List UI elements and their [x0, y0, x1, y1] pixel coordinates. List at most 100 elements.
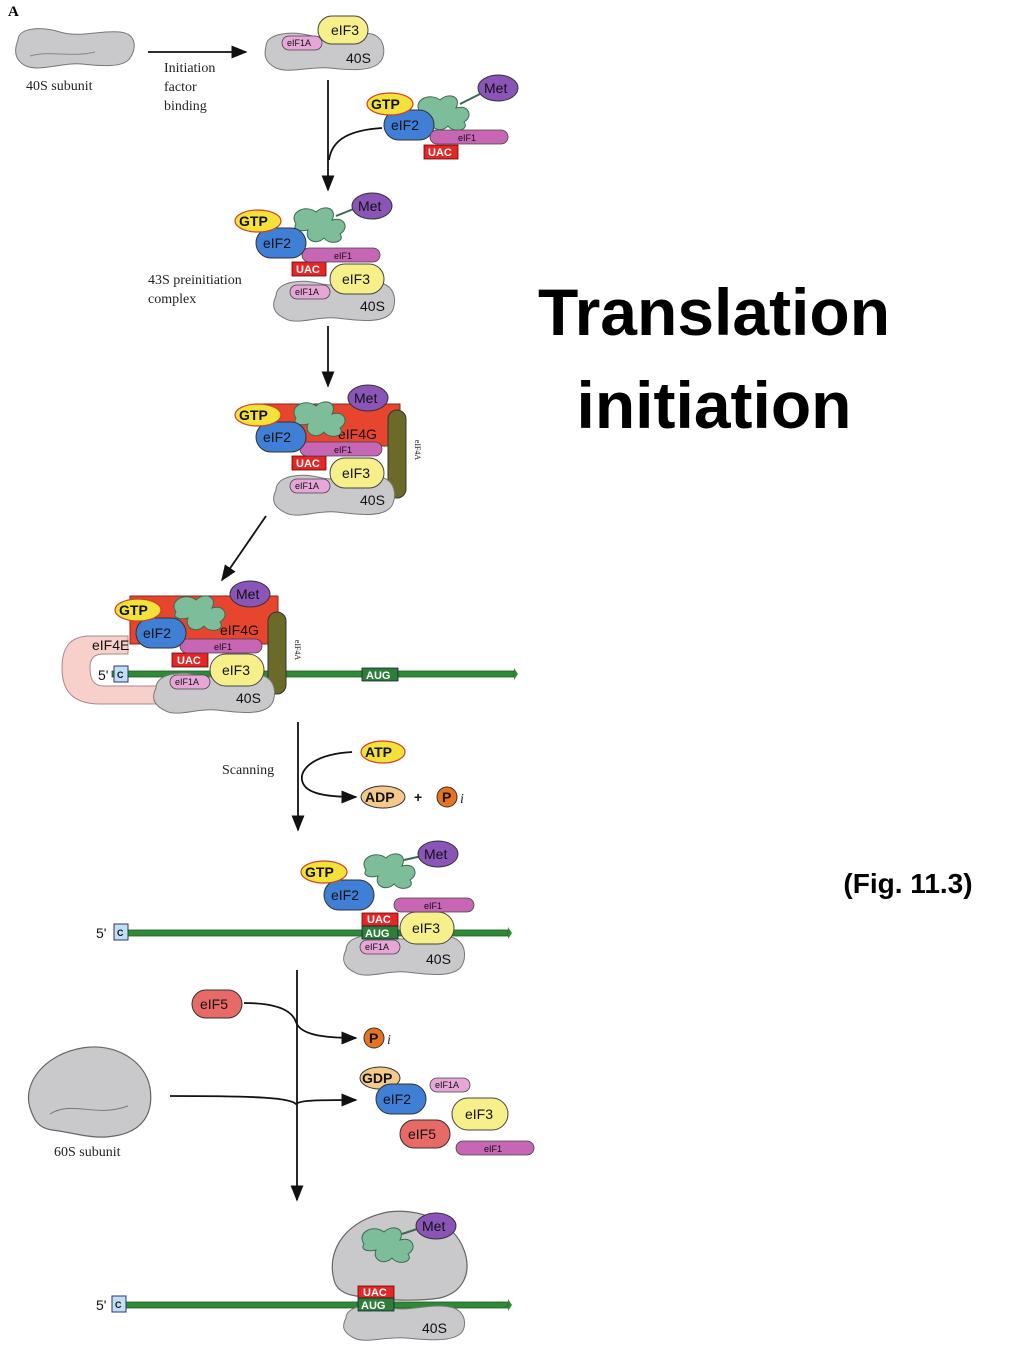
ternary-complex: Met eIF2 GTP eIF1 UAC — [366, 74, 519, 160]
label-eif5: eIF5 — [408, 1126, 436, 1142]
label-40s: 40S — [422, 1320, 447, 1336]
label-40s: 40S — [236, 690, 261, 706]
label-eif1a: eIF1A — [295, 481, 319, 491]
label-cap: C — [117, 670, 124, 680]
label-40s: 40S — [346, 50, 371, 66]
label-met: Met — [354, 390, 377, 406]
label-uac: UAC — [296, 264, 320, 276]
label-eif2: eIF2 — [331, 887, 359, 903]
pi-released — [363, 1027, 385, 1049]
label-eif3: eIF3 — [331, 22, 359, 38]
uac-anticodon — [423, 144, 459, 160]
complex-on-mrna-cap: eIF4E 5' C AUG eIF4A 40S eIF3 eIF1A UAC … — [61, 580, 518, 714]
label-eif3: eIF3 — [222, 662, 250, 678]
label-aug: AUG — [361, 1300, 385, 1312]
complex-80s-ribosome: 5' C 40S UAC AUG Met — [96, 1210, 512, 1341]
label-uac: UAC — [428, 147, 452, 159]
complex-eif4g-bound: eIF4A 40S eIF3 eIF1A UAC eIF1 eIF4G Met … — [234, 384, 422, 516]
label-met: Met — [236, 586, 259, 602]
label-uac: UAC — [296, 458, 320, 470]
label-uac: UAC — [363, 1287, 387, 1299]
label-met: Met — [422, 1218, 445, 1234]
label-gtp: GTP — [119, 602, 148, 618]
label-uac: UAC — [367, 914, 391, 926]
label-eif2: eIF2 — [391, 117, 419, 133]
label-eif4a: eIF4A — [413, 440, 422, 461]
complex-at-start-codon: 5' C 40S eIF3 eIF1A UAC AUG eIF1 Met eIF… — [96, 840, 512, 976]
label-met: Met — [358, 198, 381, 214]
complex-43s: 40S eIF3 eIF1A UAC eIF1 Met eIF2 GTP — [234, 192, 395, 322]
label-40s-subunit: 40S subunit — [26, 79, 93, 94]
label-eif3: eIF3 — [342, 465, 370, 481]
eif4a-blob — [387, 409, 407, 499]
step-40s-subunit — [15, 28, 135, 69]
label-5prime: 5' — [98, 667, 108, 683]
cap-box — [113, 665, 129, 683]
eif5-reactant: eIF5 — [191, 989, 243, 1019]
label-eif2: eIF2 — [263, 429, 291, 445]
arrow-pi-release — [243, 1002, 358, 1045]
label-eif1: eIF1 — [334, 251, 352, 261]
arrow-factor-release — [169, 1093, 358, 1107]
label-40s: 40S — [360, 492, 385, 508]
label-eif1: eIF1 — [424, 901, 442, 911]
label-adp: ADP — [365, 789, 395, 805]
released-factors: GDP eIF2 eIF1A eIF3 eIF5 eIF1 — [359, 1066, 535, 1156]
label-atp: ATP — [365, 744, 392, 760]
label-gtp: GTP — [239, 213, 268, 229]
label-eif1a: eIF1A — [175, 677, 199, 687]
label-eif1a: eIF1A — [287, 38, 311, 48]
title-line-1: Translation — [538, 275, 890, 349]
aug-codon-downstream — [361, 667, 399, 682]
eif3-blob — [317, 15, 369, 45]
arrow-atp-hydrolysis — [301, 751, 358, 804]
label-pi-subscript: i — [460, 792, 464, 807]
label-eif1a: eIF1A — [365, 942, 389, 952]
met-blob — [477, 74, 519, 102]
label-pi-subscript: i — [387, 1033, 391, 1048]
gtp-blob — [366, 92, 414, 116]
label-eif1: eIF1 — [214, 642, 232, 652]
label-eif4g: eIF4G — [338, 426, 377, 442]
arrow-down-3 — [221, 515, 267, 582]
label-aug: AUG — [365, 928, 389, 940]
label-binding: binding — [164, 99, 207, 114]
arrow-merge-ternary — [328, 127, 383, 161]
label-5prime: 5' — [96, 925, 106, 941]
label-eif3: eIF3 — [465, 1106, 493, 1122]
label-eif4a: eIF4A — [293, 640, 302, 661]
label-factor: factor — [164, 80, 197, 95]
label-uac: UAC — [177, 655, 201, 667]
label-aug: AUG — [366, 670, 390, 682]
label-eif1a: eIF1A — [295, 287, 319, 297]
label-eif4g: eIF4G — [220, 622, 259, 638]
label-eif3: eIF3 — [412, 920, 440, 936]
label-eif2: eIF2 — [143, 625, 171, 641]
label-scanning: Scanning — [222, 763, 274, 778]
panel-letter: A — [8, 4, 19, 20]
label-complex: complex — [148, 292, 196, 307]
label-43s-preinitiation: 43S preinitiation — [148, 273, 242, 288]
40s-subunit-shape — [15, 28, 135, 69]
label-60s-subunit: 60S subunit — [54, 1145, 121, 1160]
label-eif5: eIF5 — [200, 996, 228, 1012]
60s-subunit — [27, 1046, 152, 1138]
label-gdp: GDP — [362, 1070, 392, 1086]
label-40s: 40S — [426, 951, 451, 967]
eif1-blob — [429, 129, 509, 145]
label-cap: C — [115, 1300, 122, 1310]
figure-reference: (Fig. 11.3) — [843, 868, 972, 899]
label-eif1a: eIF1A — [435, 1080, 459, 1090]
atp-adp-group: ATP ADP + P i — [360, 740, 464, 809]
label-initiation: Initiation — [164, 61, 215, 76]
eif1a-blob — [281, 35, 323, 51]
label-gtp: GTP — [371, 96, 400, 112]
label-gtp: GTP — [305, 864, 334, 880]
label-pi: P — [442, 789, 451, 805]
label-eif2: eIF2 — [383, 1091, 411, 1107]
label-40s: 40S — [360, 298, 385, 314]
label-pi: P — [369, 1030, 378, 1046]
label-eif1: eIF1 — [458, 133, 476, 143]
complex-40s-eif3-eif1a: 40S eIF3 eIF1A — [264, 15, 385, 71]
